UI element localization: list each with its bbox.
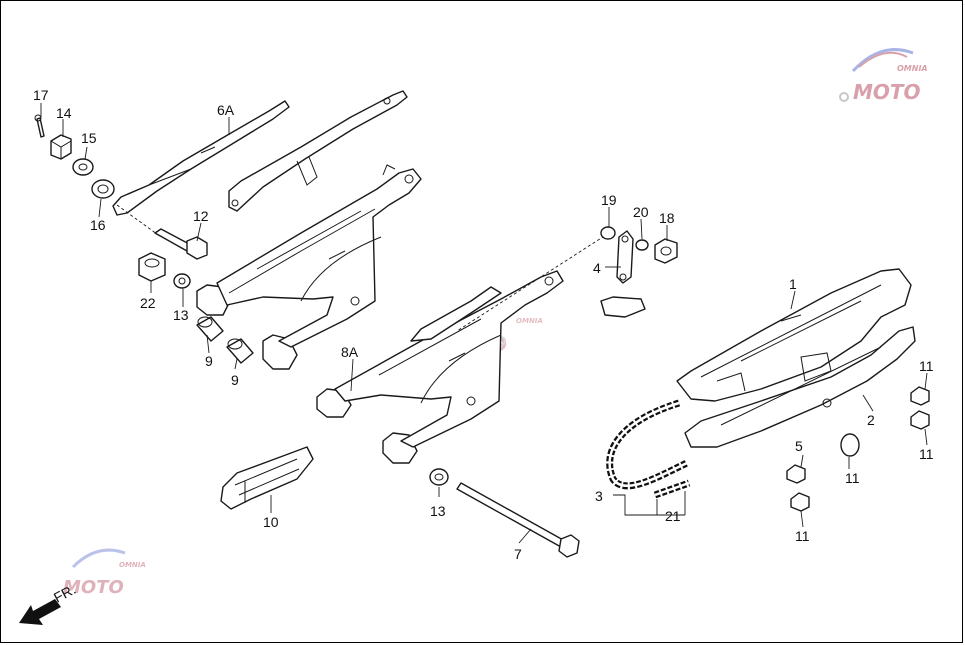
- callout-label: 19: [601, 192, 617, 208]
- part-washer-15: [72, 158, 94, 176]
- callout-label: 14: [56, 105, 72, 121]
- part-washer-13-left: [173, 273, 191, 289]
- part-bolt-11: [786, 464, 806, 484]
- callout-label: 15: [81, 130, 97, 146]
- callout-label: 9: [231, 372, 239, 388]
- callout-label: 12: [193, 208, 209, 224]
- watermark-subtext-center: OMNIA: [516, 317, 543, 325]
- callout-label: 11: [845, 470, 860, 486]
- callout-label: 18: [659, 210, 675, 226]
- part-nut-22: [138, 252, 166, 282]
- part-washer-13-lower: [429, 468, 449, 486]
- callout-label: 10: [263, 514, 279, 530]
- part-chain-slider-10: [220, 446, 314, 510]
- part-chain-guard-1: [676, 268, 912, 402]
- callout-label: 13: [430, 503, 446, 519]
- part-chain-adjuster-arm-6a: [112, 90, 408, 216]
- part-swing-arm-8a: [316, 270, 646, 464]
- front-direction-indicator: FR.: [19, 581, 78, 625]
- arrow-down-left-icon: [19, 599, 61, 625]
- callout-label: 17: [33, 87, 49, 103]
- part-axle-7: [456, 482, 580, 558]
- part-bolt-11: [910, 410, 930, 430]
- callout-label: 2: [867, 412, 875, 428]
- part-chain-guard-2: [684, 326, 916, 448]
- callout-label: 8A: [341, 344, 359, 360]
- part-nut-18: [654, 238, 678, 264]
- assembly-line: [456, 232, 610, 332]
- callout-label: 21: [665, 508, 681, 524]
- callout-label: 22: [140, 295, 156, 311]
- watermark-logo-top: MOTO OMNIA: [839, 48, 928, 104]
- part-roller-19: [600, 226, 616, 240]
- part-swing-arm-main: [196, 164, 422, 370]
- part-pivot-bolt-12: [154, 228, 208, 260]
- callout-label: 4: [593, 260, 601, 276]
- callout-labels: 17 14 15 16 6A 12 22 13 9 9 8A 19 20 18 …: [33, 87, 934, 562]
- watermark-subtext-bottom: OMNIA: [119, 561, 146, 569]
- callout-label: 1: [789, 276, 797, 292]
- gear-icon: [839, 92, 849, 102]
- watermark-subtext-top: OMNIA: [897, 64, 928, 73]
- part-castle-nut: [50, 134, 72, 160]
- part-bushing-9-upper: [196, 316, 224, 342]
- part-drive-chain-3: [606, 399, 689, 490]
- assembly-line: [116, 204, 162, 238]
- part-cotter-pin: [34, 114, 45, 138]
- callout-label: 5: [795, 438, 803, 454]
- watermark-text-bottom: MOTO: [63, 577, 124, 598]
- callout-label: 20: [633, 204, 649, 220]
- callout-label: 13: [173, 307, 189, 323]
- part-link-plate-4: [616, 230, 634, 284]
- part-cap-5: [840, 433, 860, 457]
- callout-label: 16: [90, 217, 106, 233]
- watermark-logo-bottom: MOTO OMNIA: [63, 548, 146, 598]
- callout-label: 11: [919, 358, 934, 374]
- callout-label: 3: [595, 488, 603, 504]
- part-bushing-9-lower: [226, 338, 254, 364]
- part-bolt-11: [790, 492, 810, 512]
- part-washer-20: [635, 239, 649, 251]
- callout-label: 7: [514, 546, 522, 562]
- callout-label: 11: [919, 446, 934, 462]
- leader-lines: [40, 103, 928, 544]
- part-bolt-11: [910, 386, 930, 406]
- part-collar-16: [91, 179, 115, 199]
- callout-label: 6A: [217, 102, 235, 118]
- callout-label: 9: [205, 353, 213, 369]
- watermark-text-top: MOTO: [853, 80, 921, 104]
- part-master-link-21: [653, 479, 691, 499]
- callout-label: 11: [795, 528, 810, 544]
